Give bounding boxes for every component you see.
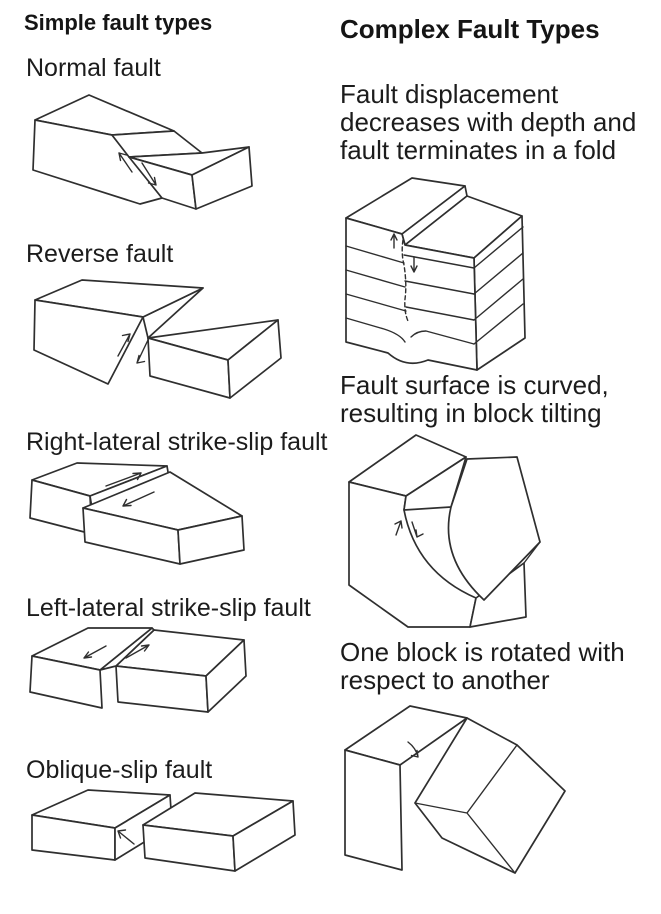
reverse-fault-figure <box>33 279 282 399</box>
reverse-fault-label: Reverse fault <box>26 240 174 268</box>
fold-termination-caption: Fault displacement decreases with depth … <box>340 79 637 165</box>
fault-block-faces <box>29 462 245 565</box>
right-lateral-strike-slip-label: Right-lateral strike-slip fault <box>26 428 328 456</box>
rotation-arrow <box>407 741 419 758</box>
normal-fault-label: Normal fault <box>26 54 161 82</box>
slip-direction-arrows <box>394 520 424 538</box>
complex-fault-types-heading: Complex Fault Types <box>340 14 600 44</box>
fault-block-faces <box>32 94 253 210</box>
slip-direction-arrows <box>117 333 149 364</box>
slip-direction-arrows <box>117 829 135 845</box>
fault-block-faces <box>31 789 296 872</box>
rotated-block-edges <box>414 744 518 874</box>
base-and-edge-lines <box>523 541 541 564</box>
simple-fault-types-heading: Simple fault types <box>24 10 213 35</box>
fault-terminating-in-fold-figure <box>345 177 526 371</box>
left-lateral-strike-slip-figure <box>29 627 247 713</box>
rotated-block-figure <box>344 705 566 874</box>
slip-direction-arrows <box>83 644 150 659</box>
dying-fault-trace <box>401 239 409 322</box>
normal-fault-figure <box>32 94 253 210</box>
slip-direction-arrows <box>105 472 155 507</box>
fault-block-faces <box>344 705 566 874</box>
slip-direction-arrows <box>390 233 418 273</box>
curved-fault-block-tilting-figure <box>348 434 541 628</box>
oblique-slip-fault-figure <box>31 789 296 872</box>
fault-block-faces <box>348 434 541 628</box>
oblique-slip-fault-label: Oblique-slip fault <box>26 756 213 784</box>
fault-block-faces <box>33 279 282 399</box>
strata-layer-lines <box>345 226 524 345</box>
rotated-block-caption: One block is rotated with respect to ano… <box>340 637 625 695</box>
left-lateral-strike-slip-label: Left-lateral strike-slip fault <box>26 594 311 622</box>
slip-direction-arrows <box>118 152 157 186</box>
right-lateral-strike-slip-figure <box>29 462 245 565</box>
fault-block-faces <box>29 627 247 713</box>
curved-fault-caption: Fault surface is curved, resulting in bl… <box>340 370 609 428</box>
